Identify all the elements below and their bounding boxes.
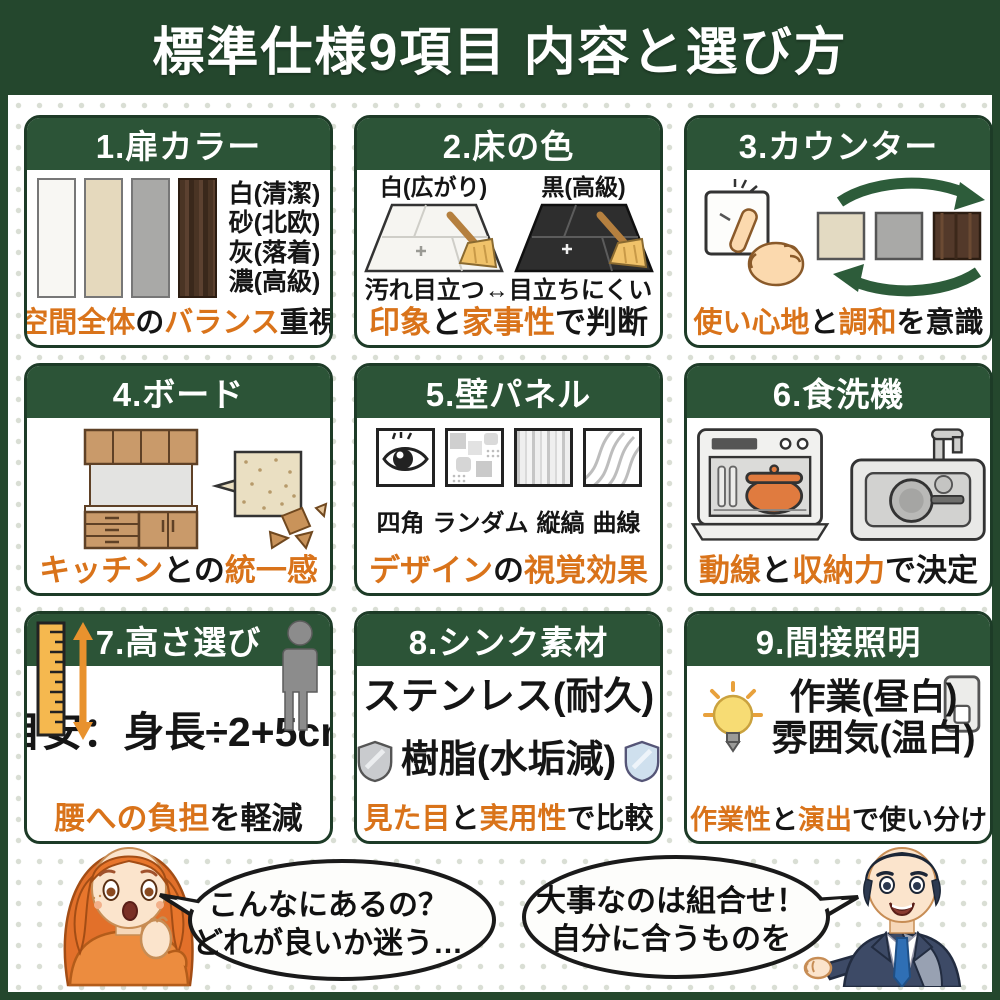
floor-scale-text: 汚れ目立つ↔目立ちにくい xyxy=(364,276,653,304)
door-swatch-sand xyxy=(83,178,123,298)
random-pattern-icon xyxy=(444,428,504,487)
door-swatch-darkwood xyxy=(177,178,217,298)
panel-label-random: ランダム xyxy=(432,509,529,537)
card-floor-color-title: 2.床の色 xyxy=(357,118,660,170)
woman-character xyxy=(8,835,246,992)
touch-hand-icon xyxy=(718,208,804,287)
kitchen-board-icon xyxy=(83,428,327,550)
card-dishwasher: 6.食洗機 xyxy=(684,363,993,596)
woman-hand xyxy=(139,916,188,968)
person-icon xyxy=(280,620,320,737)
lighting-line2: 雰囲気(温白) xyxy=(771,717,976,759)
sink-material-line2: 樹脂(水垢減) xyxy=(400,739,617,782)
card-wall-panel: 5.壁パネル xyxy=(354,363,663,596)
title-band: 標準仕様9項目 内容と選び方 xyxy=(0,0,1000,95)
floor-black-label: 黒(高級) xyxy=(541,174,626,200)
card-grid: 1.扉カラー 白(清潔) 砂(北欧) 灰(落着) 濃(高級) xyxy=(24,115,993,844)
left-bubble-line1: こんなにあるの？ xyxy=(208,889,448,922)
ruler-icon xyxy=(35,620,97,747)
card-counter-title: 3.カウンター xyxy=(687,118,990,170)
door-option-gray: 灰(落着) xyxy=(228,238,321,267)
takeaway-floor-color: 印象と家事性で判断 xyxy=(369,304,648,340)
card-height: 7.高さ選び xyxy=(24,611,333,844)
takeaway-height: 腰への負担を軽減 xyxy=(54,800,303,836)
card-lighting: 9.間接照明 xyxy=(684,611,993,844)
lighting-line1: 作業(昼白) xyxy=(789,676,958,717)
height-formula: 目安：身長÷2+5cm xyxy=(27,709,330,755)
dishwasher-icon xyxy=(690,428,829,541)
panel-label-square: 四角 xyxy=(376,509,425,537)
eye-icon xyxy=(375,428,435,487)
light-bulb-icon xyxy=(702,681,763,754)
poster-title: 標準仕様9項目 内容と選び方 xyxy=(152,24,848,82)
sink-material-line1: ステンレス(耐久) xyxy=(362,676,655,718)
takeaway-door-color: 空間全体のバランス重視 xyxy=(24,307,333,340)
takeaway-counter: 使い心地と調和を意識 xyxy=(693,307,984,340)
takeaway-board: キッチンとの統一感 xyxy=(39,552,318,588)
card-counter: 3.カウンター xyxy=(684,115,993,348)
door-option-white: 白(清潔) xyxy=(228,179,321,208)
card-sink-material-title: 8.シンク素材 xyxy=(357,614,660,666)
door-swatch-gray xyxy=(130,178,170,298)
light-switch-icon xyxy=(942,674,982,739)
takeaway-dishwasher: 動線と収納力で決定 xyxy=(699,552,978,588)
man-character xyxy=(802,835,992,992)
door-option-dark: 濃(高級) xyxy=(228,268,321,296)
card-dishwasher-title: 6.食洗機 xyxy=(687,366,990,418)
door-swatch-white xyxy=(36,178,76,298)
door-swatches: 白(清潔) 砂(北欧) 灰(落着) 濃(高級) xyxy=(36,178,321,298)
vertical-stripes-icon xyxy=(513,428,573,487)
takeaway-sink-material: 見た目と実用性で比較 xyxy=(363,803,654,836)
card-sink-material: 8.シンク素材 ステンレス(耐久) 樹脂(水垢減) xyxy=(354,611,663,844)
wood-chips-icon xyxy=(268,502,327,550)
wood-sample-bubble-icon xyxy=(210,450,302,518)
counter-select-cycle-icon xyxy=(704,177,985,297)
card-door-color: 1.扉カラー 白(清潔) 砂(北欧) 灰(落着) 濃(高級) xyxy=(24,115,333,348)
left-bubble-line2: どれが良いか迷う… xyxy=(193,926,463,960)
card-wall-panel-title: 5.壁パネル xyxy=(357,366,660,418)
door-options: 白(清潔) 砂(北欧) 灰(落着) 濃(高級) xyxy=(229,180,321,297)
card-lighting-title: 9.間接照明 xyxy=(687,614,990,666)
door-option-sand: 砂(北欧) xyxy=(228,209,321,237)
takeaway-lighting: 作業性と演出で使い分け xyxy=(690,805,987,836)
man-hand xyxy=(803,951,870,981)
floor-white-label: 白(広がり) xyxy=(379,174,488,200)
card-board-title: 4.ボード xyxy=(27,366,330,418)
panel-labels: 四角 ランダム 縦縞 曲線 xyxy=(377,503,641,538)
panel-label-stripes: 縦縞 xyxy=(536,509,585,537)
takeaway-wall-panel: デザインの視覚効果 xyxy=(369,552,648,588)
shield-icon xyxy=(357,740,393,783)
white-floor-broom-icon xyxy=(363,203,504,273)
black-floor-broom-icon xyxy=(513,203,654,273)
card-board: 4.ボード xyxy=(24,363,333,596)
card-door-color-title: 1.扉カラー xyxy=(27,118,330,170)
curves-pattern-icon xyxy=(582,428,642,487)
sink-icon xyxy=(849,428,986,541)
card-floor-color: 2.床の色 白(広がり) xyxy=(354,115,663,348)
speech-bubble-left: こんなにあるの？ どれが良いか迷う… xyxy=(156,857,500,987)
speech-bubble-right: 大事なのは組合せ！ 自分に合うものを xyxy=(516,853,862,985)
right-bubble-line1: 大事なのは組合せ！ xyxy=(536,885,806,918)
shield-icon xyxy=(624,740,660,783)
right-bubble-line2: 自分に合うものを xyxy=(551,922,791,956)
content-area: 1.扉カラー 白(清潔) 砂(北欧) 灰(落着) 濃(高級) xyxy=(8,95,993,992)
panel-label-curves: 曲線 xyxy=(592,509,641,537)
